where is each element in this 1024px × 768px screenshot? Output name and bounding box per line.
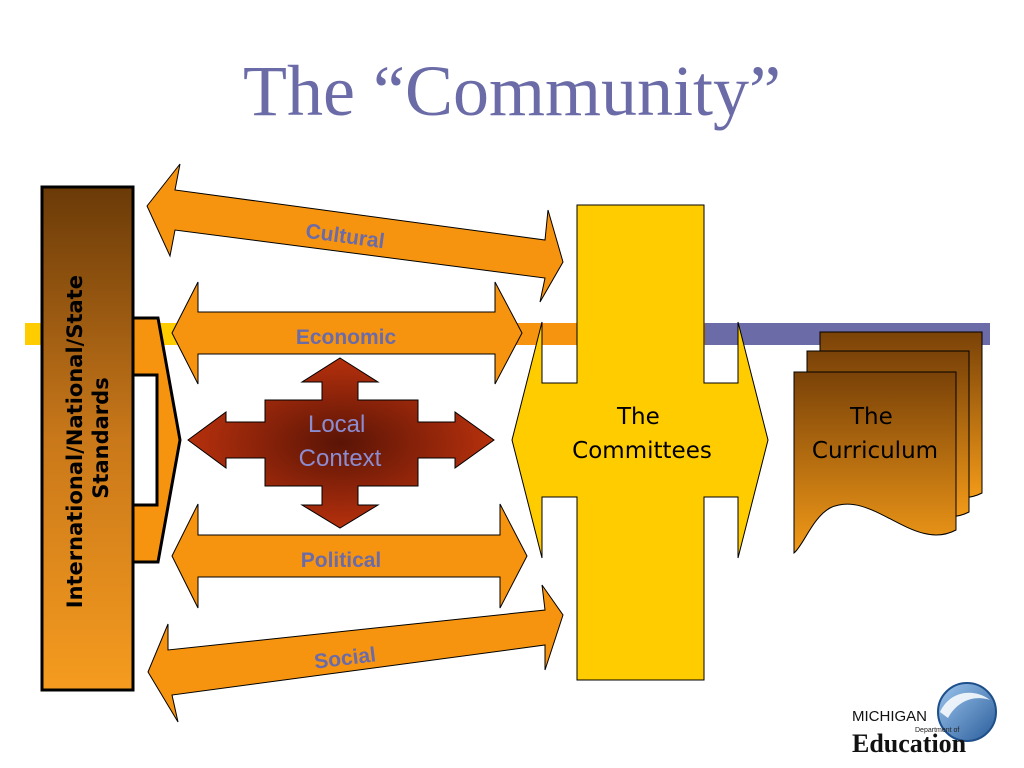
political-arrow (171, 503, 528, 609)
logo-swoosh (940, 692, 990, 718)
michigan-education-logo: MICHIGAN Department of Education (852, 682, 997, 758)
local-context-label: Local Context (299, 411, 382, 472)
local-context-shape (187, 357, 495, 529)
committees-label: The Committees (572, 404, 712, 464)
slide-title: The “Community” (243, 51, 781, 131)
political-label: Political (301, 549, 382, 572)
committees-box (511, 204, 769, 681)
social-arrow (147, 584, 564, 723)
logo-department: Department of (915, 727, 959, 734)
economic-label: Economic (296, 326, 397, 349)
cultural-arrow (146, 163, 564, 303)
logo-agency: Education (852, 729, 967, 758)
standards-box (40, 185, 135, 692)
standards-label: International/National/State Standards (63, 268, 113, 609)
economic-arrow (171, 281, 523, 385)
logo-state: MICHIGAN (852, 708, 927, 725)
standards-bracket (131, 316, 182, 564)
curriculum-page-front (793, 371, 957, 555)
curriculum-label: The Curriculum (812, 404, 938, 464)
